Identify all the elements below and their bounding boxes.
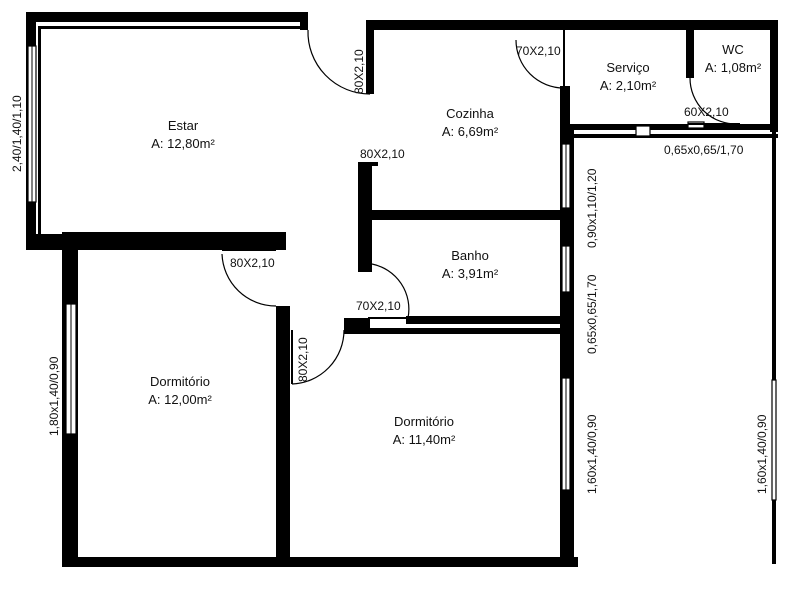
interior-estar xyxy=(44,32,304,230)
window-label-estar: 2,40/1,40/1,10 xyxy=(10,95,24,172)
window-label-banho: 0,65x0,65/1,70 xyxy=(585,274,599,354)
room-dorm1-area: A: 12,00m² xyxy=(148,392,212,407)
room-estar-area: A: 12,80m² xyxy=(151,136,215,151)
interior-banho xyxy=(374,222,558,314)
door-label-corredor: 80X2,10 xyxy=(360,147,405,161)
door-estar-dorm-arc xyxy=(221,253,277,307)
wall-estar-inner-left xyxy=(38,26,41,234)
wall-dorm1-dorm2 xyxy=(276,306,290,560)
door-cozinha-servico-arc xyxy=(515,39,565,89)
room-estar-name: Estar xyxy=(168,118,199,133)
window-label-dorm1: 1,80x1,40/0,90 xyxy=(47,356,61,436)
interior-dorm2 xyxy=(292,336,556,554)
wall-estar-bottom xyxy=(26,234,286,250)
door-label-banho: 70X2,10 xyxy=(356,299,401,313)
room-interiors xyxy=(44,32,770,564)
wall-servico-wc xyxy=(686,28,694,78)
door-label-servico-wc: 60X2,10 xyxy=(684,105,729,119)
window-label-cozinha: 0,90x1,10/1,20 xyxy=(585,168,599,248)
window-servico xyxy=(635,125,651,137)
door-entrada-arc xyxy=(307,29,371,95)
wall-right-outer-line xyxy=(772,132,776,564)
wall-banho-bottom xyxy=(406,316,564,324)
interior-dorm1 xyxy=(82,250,274,554)
window-label-dorm2: 1,60x1,40/0,90 xyxy=(585,414,599,494)
wall-corredor-left xyxy=(358,162,372,272)
room-dorm2-area: A: 11,40m² xyxy=(393,432,456,447)
interior-servico xyxy=(574,32,684,122)
room-cozinha-name: Cozinha xyxy=(446,106,494,121)
interior-cozinha xyxy=(378,32,558,208)
wall-banho-top xyxy=(370,210,564,220)
wall-estar-inner-top xyxy=(38,26,308,29)
room-servico-name: Serviço xyxy=(606,60,649,75)
wall-dorm2-top xyxy=(344,328,566,334)
wall-servico-bottom-2 xyxy=(566,134,778,138)
door-banho-arc xyxy=(371,263,410,319)
door-dorm2-arc xyxy=(291,329,345,385)
wall-right xyxy=(770,20,778,132)
wall-top-left xyxy=(26,12,308,22)
wall-banho-bottom-left xyxy=(344,318,370,328)
door-servico-wc-arc xyxy=(689,77,739,125)
wall-estar-bottom-inner xyxy=(62,232,286,235)
window-externa xyxy=(771,379,777,501)
window-label-externa: 1,60x1,40/0,90 xyxy=(755,414,769,494)
windows xyxy=(27,45,777,501)
door-label-dorm2: 80X2,10 xyxy=(296,337,310,382)
wall-cozinha-servico xyxy=(560,86,570,130)
wall-bottom xyxy=(62,557,578,567)
door-label-entrada: 80X2,10 xyxy=(352,49,366,94)
wall-top-right xyxy=(366,20,778,30)
door-label-estar-dorm: 80X2,10 xyxy=(230,256,275,270)
window-labels: 2,40/1,40/1,10 1,80x1,40/0,90 0,65x0,65/… xyxy=(10,95,769,494)
wall-top-left-return xyxy=(300,12,308,30)
room-banho-name: Banho xyxy=(451,248,489,263)
window-label-servico: 0,65x0,65/1,70 xyxy=(664,143,744,157)
interior-corredor-right xyxy=(578,140,770,564)
room-servico-area: A: 2,10m² xyxy=(600,78,657,93)
room-wc-area: A: 1,08m² xyxy=(705,60,762,75)
doors xyxy=(221,29,740,385)
room-dorm2-name: Dormitório xyxy=(394,414,454,429)
door-labels: 80X2,10 70X2,10 60X2,10 80X2,10 80X2,10 … xyxy=(230,44,729,382)
interior-wc xyxy=(696,32,768,122)
room-wc-name: WC xyxy=(722,42,744,57)
room-cozinha-area: A: 6,69m² xyxy=(442,124,499,139)
room-dorm1-name: Dormitório xyxy=(150,374,210,389)
room-labels: Estar A: 12,80m² Cozinha A: 6,69m² Servi… xyxy=(148,42,762,447)
room-banho-area: A: 3,91m² xyxy=(442,266,499,281)
door-label-cozinha-servico: 70X2,10 xyxy=(516,44,561,58)
wall-servico-bottom xyxy=(560,124,778,130)
